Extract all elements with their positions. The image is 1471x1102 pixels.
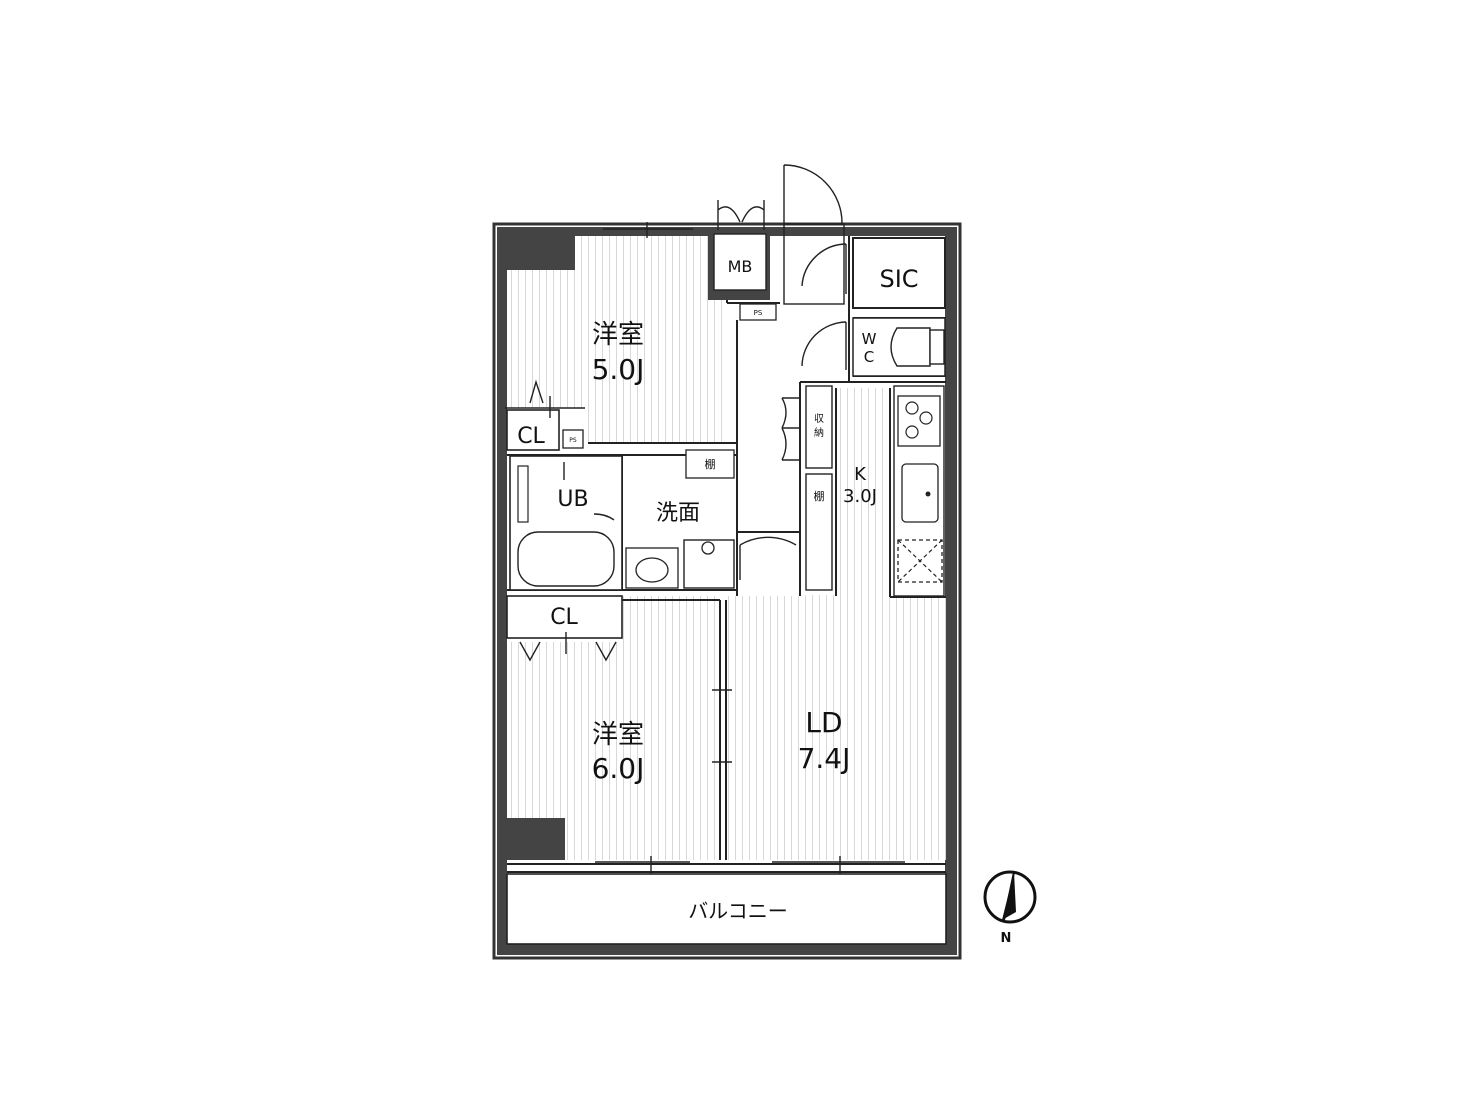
ps-boxes [562, 303, 777, 449]
kitchen-size: 3.0J [843, 486, 877, 507]
shelf-label-1: 棚 [705, 457, 716, 471]
windows [595, 222, 905, 876]
storage-label-2: 納 [814, 426, 824, 439]
kitchen-counter [893, 385, 945, 597]
balcony-name: バルコニー [688, 899, 788, 923]
wc-box [852, 317, 946, 377]
compass-icon [983, 870, 1037, 924]
bedroom1-name: 洋室 [592, 320, 644, 350]
ld-size: 7.4J [798, 742, 851, 775]
sic-box [852, 237, 946, 309]
wc-label-c: C [864, 348, 874, 366]
closet-1 [505, 379, 585, 451]
ps-label-1: PS [754, 309, 763, 317]
ld-name: LD [805, 706, 842, 739]
room-floors [507, 236, 946, 860]
mb-name: MB [728, 257, 753, 276]
closet2-name: CL [550, 605, 578, 630]
mb-box [708, 200, 770, 300]
bath-name: UB [557, 487, 588, 512]
kitchen-name: K [854, 464, 867, 485]
storage-label-1: 収 [814, 413, 824, 425]
balcony-area [506, 873, 947, 945]
closet1-name: CL [517, 424, 545, 449]
entrance-doors [739, 164, 847, 580]
bedroom2-name: 洋室 [592, 720, 644, 750]
closet-2 [506, 595, 623, 662]
kitchen-storage [781, 385, 833, 591]
wc-label-w: W [862, 330, 877, 348]
bedroom2-size: 6.0J [592, 752, 645, 785]
shelf-label-2: 棚 [814, 489, 825, 503]
bedroom1-size: 5.0J [592, 353, 645, 386]
compass-label: N [1001, 931, 1012, 946]
ps-label-2: PS [569, 437, 577, 444]
bath-unit [509, 455, 623, 591]
washroom-area [625, 449, 735, 589]
washroom-name: 洗面 [656, 501, 700, 526]
sic-name: SIC [879, 265, 918, 293]
